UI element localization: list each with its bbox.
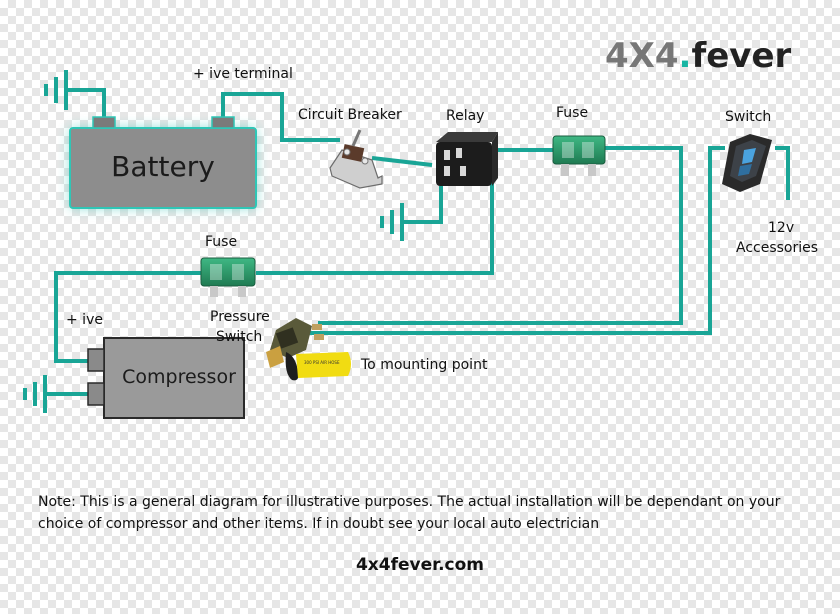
disclaimer-note: Note: This is a general diagram for illu… <box>38 494 781 532</box>
compressor <box>87 337 245 419</box>
accessories-label-line2: Accessories <box>736 240 819 256</box>
logo-part-2: fever <box>691 36 792 76</box>
battery <box>69 116 257 209</box>
wire-switch-accessories <box>775 146 790 200</box>
relay <box>436 132 498 186</box>
wires <box>45 88 790 396</box>
pressure-switch-label-line1: Pressure <box>210 309 270 325</box>
rocker-switch <box>722 134 772 192</box>
wire-battery-neg-ground <box>66 88 106 122</box>
switch-label: Switch <box>725 109 772 125</box>
logo-dot: . <box>678 36 692 76</box>
battery-negative-terminal <box>92 116 116 129</box>
wire-fuse-top-switch-loop <box>318 146 683 325</box>
compressor-positive-terminal <box>87 348 105 372</box>
relay-label: Relay <box>446 108 485 124</box>
compressor-label: Compressor <box>122 366 236 388</box>
ground-symbol-battery <box>44 70 68 110</box>
wire-relay-fuse-bottom <box>256 176 494 275</box>
website-url: 4x4fever.com <box>355 555 485 575</box>
fuse-bottom-label: Fuse <box>205 234 238 250</box>
wire-battery-pos-breaker <box>221 92 340 142</box>
mounting-point-label: To mounting point <box>361 357 488 373</box>
wire-switch-pressure <box>300 146 725 335</box>
pressure-switch-label-line2: Switch <box>216 329 263 345</box>
battery-positive-terminal <box>211 116 235 129</box>
battery-label: Battery <box>111 150 215 183</box>
wire-breaker-relay <box>371 156 433 167</box>
brand-logo: 4X4.fever <box>605 36 791 76</box>
wire-fuse-bottom-compressor <box>54 271 203 363</box>
fuse-bottom <box>200 257 256 297</box>
compressor-negative-terminal <box>87 382 105 406</box>
fuse-top-label: Fuse <box>556 105 589 121</box>
ground-symbol-compressor <box>23 375 47 413</box>
air-hose-tag <box>285 352 351 381</box>
wire-relay-ground <box>402 186 443 224</box>
accessories-label-line1: 12v <box>768 220 795 236</box>
ground-symbol-relay <box>380 203 404 241</box>
pressure-switch <box>266 318 324 368</box>
circuit-breaker-label: Circuit Breaker <box>298 107 402 123</box>
positive-terminal-label: + ive terminal <box>193 66 293 82</box>
compressor-positive-label: + ive <box>66 312 103 328</box>
circuit-breaker <box>329 129 383 189</box>
hose-tag-text: 300 PSI AIR HOSE <box>304 360 340 365</box>
logo-part-1: 4X4 <box>605 36 679 76</box>
fuse-top <box>552 135 606 176</box>
